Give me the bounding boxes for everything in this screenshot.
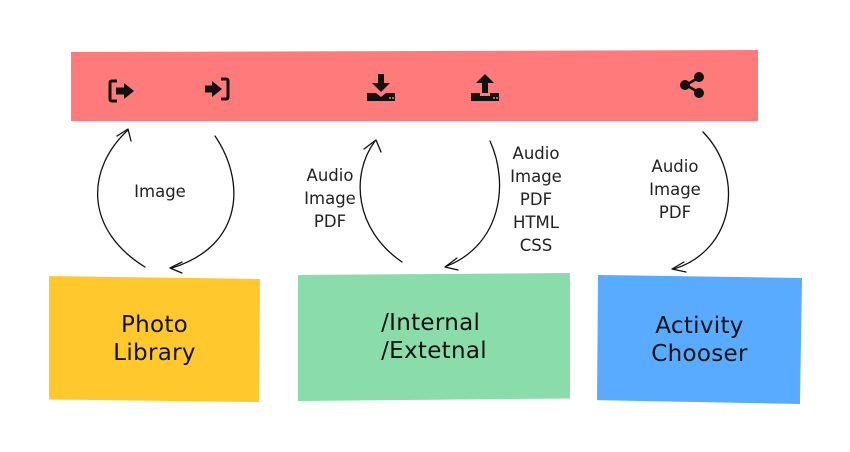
sign-out-icon[interactable] (107, 76, 137, 106)
sign-in-icon[interactable] (202, 74, 232, 104)
arrow-files-down (444, 140, 501, 271)
photo-library-label: Photo Library (113, 312, 196, 366)
arrow-share-down (671, 131, 730, 273)
arrow-photo-up (97, 128, 146, 268)
toolbar-bar (71, 50, 758, 121)
download-icon[interactable] (366, 73, 396, 103)
files-box: /Internal /Extetnal (298, 273, 570, 401)
arrow-photo-down (169, 135, 235, 274)
share-icon[interactable] (677, 70, 707, 100)
label-files-out: Audio Image PDF HTML CSS (510, 144, 562, 255)
arrow-files-up (359, 139, 403, 263)
upload-icon[interactable] (470, 73, 500, 103)
photo-library-box: Photo Library (49, 276, 260, 402)
files-label: /Internal /Extetnal (381, 310, 487, 364)
label-share: Audio Image PDF (649, 157, 701, 222)
activity-chooser-label: Activity Chooser (651, 312, 748, 367)
label-files-in: Audio Image PDF (304, 166, 356, 231)
label-image: Image (134, 182, 186, 201)
activity-chooser-box: Activity Chooser (597, 275, 802, 404)
